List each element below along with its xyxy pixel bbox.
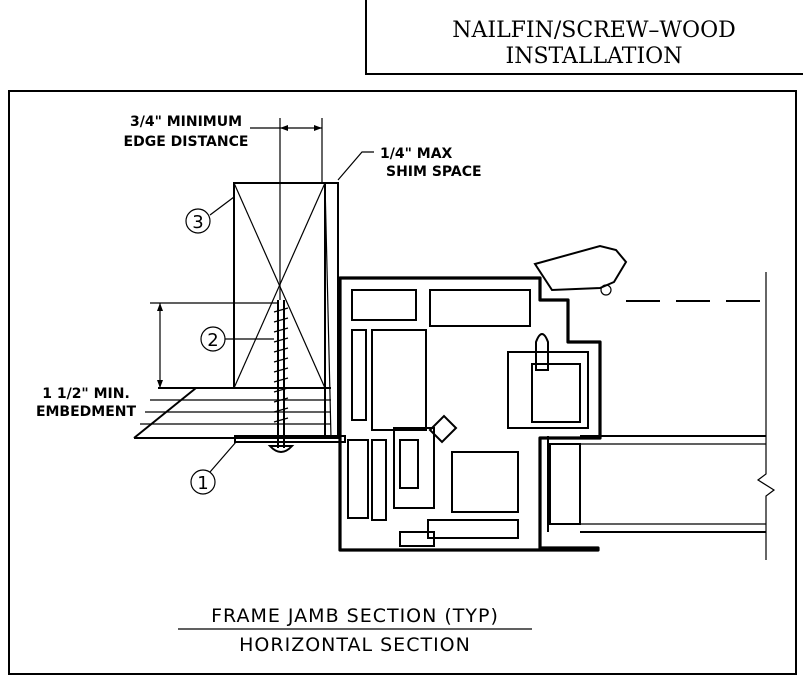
- nailfin: [234, 435, 346, 443]
- embedment-label-1: 1 1/2" MIN.: [42, 386, 130, 402]
- title-line-1: NAILFIN/SCREW–WOOD: [452, 18, 736, 43]
- caption: FRAME JAMB SECTION (TYP) HORIZONTAL SECT…: [178, 605, 532, 656]
- wall-sheathing: [133, 387, 331, 439]
- interlock-clip: [533, 244, 628, 296]
- callout-1-number: 1: [197, 473, 208, 494]
- title-block: NAILFIN/SCREW–WOOD INSTALLATION: [365, 0, 803, 75]
- callout-1: 1: [190, 441, 237, 495]
- callout-3-number: 3: [192, 212, 203, 233]
- caption-line-1: FRAME JAMB SECTION (TYP): [211, 605, 499, 627]
- shim-leader: 1/4" MAX SHIM SPACE: [337, 146, 482, 181]
- glazing-unit: [547, 435, 766, 533]
- break-line: [756, 272, 776, 560]
- caption-line-2: HORIZONTAL SECTION: [239, 634, 471, 656]
- callout-2: 2: [200, 326, 274, 352]
- edge-distance-dimension: 3/4" MINIMUM EDGE DISTANCE: [124, 114, 323, 300]
- edge-distance-label-1: 3/4" MINIMUM: [130, 114, 242, 130]
- screw: [267, 300, 295, 453]
- callout-2-number: 2: [207, 330, 218, 351]
- frame-extrusion: [338, 276, 602, 552]
- shim: [324, 182, 339, 439]
- embedment-dimension: 1 1/2" MIN. EMBEDMENT: [36, 302, 278, 420]
- embedment-label-2: EMBEDMENT: [36, 404, 137, 420]
- callout-3: 3: [185, 196, 235, 234]
- drawing-border: [8, 90, 797, 675]
- shim-label-2: SHIM SPACE: [386, 164, 482, 180]
- title-line-2: INSTALLATION: [506, 44, 683, 69]
- edge-distance-label-2: EDGE DISTANCE: [124, 134, 249, 150]
- shim-label-1: 1/4" MAX: [380, 146, 453, 162]
